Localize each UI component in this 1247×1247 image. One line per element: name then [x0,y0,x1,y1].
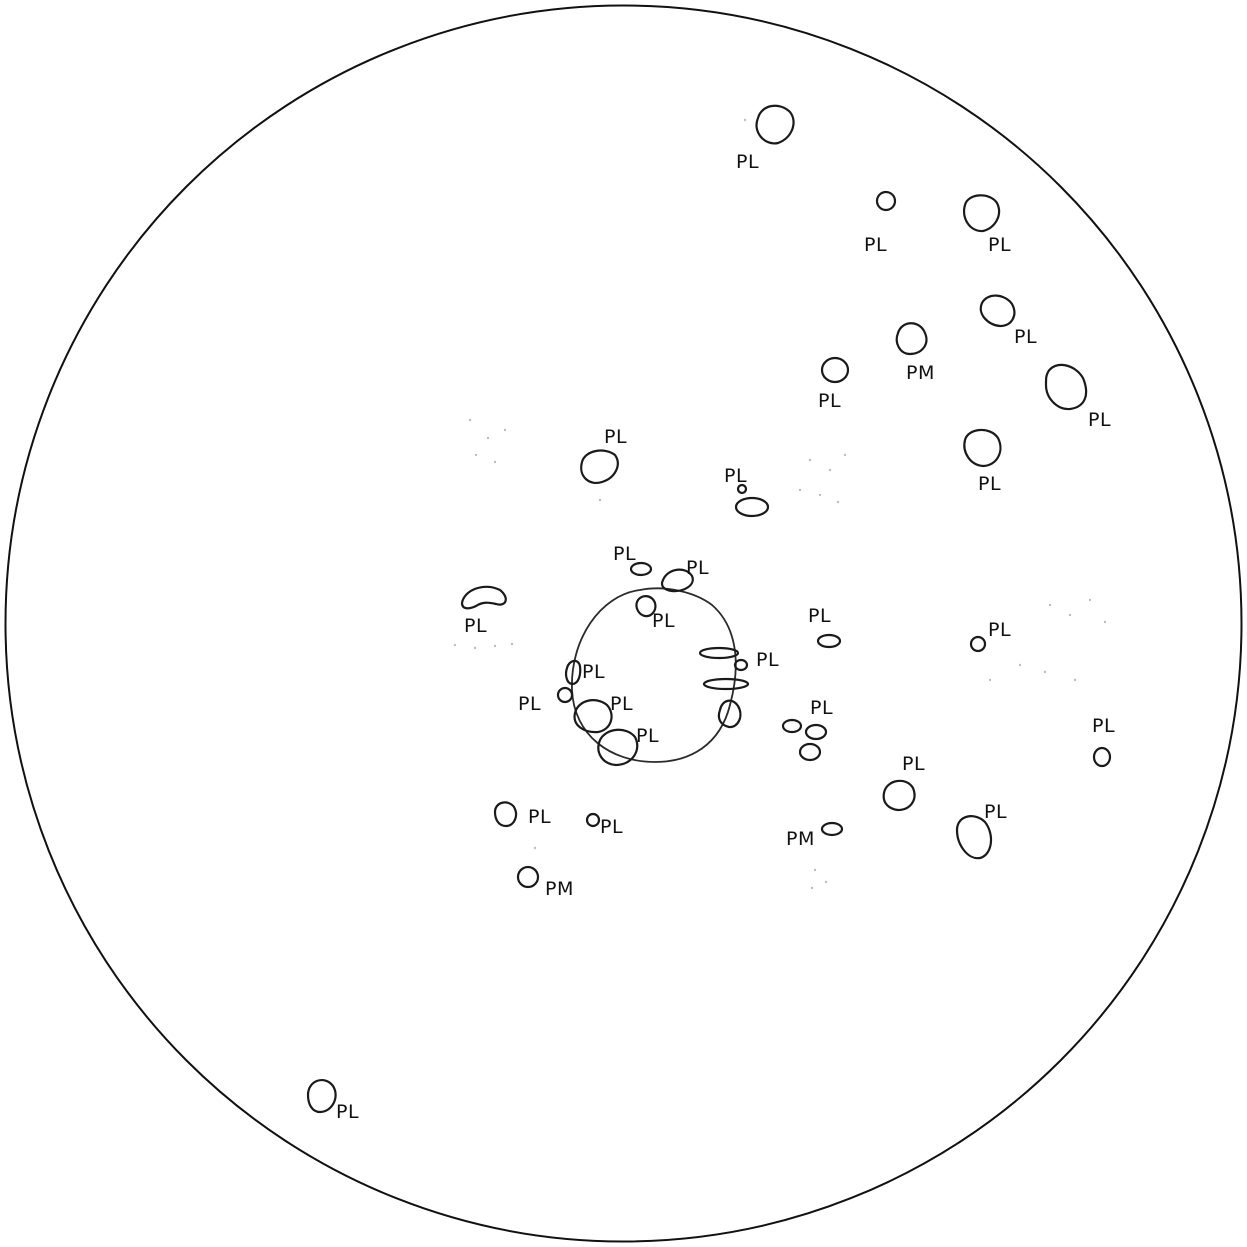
cell-label: PL [978,473,1001,495]
cell-label: PL [988,234,1011,256]
cell-label: PL [1092,715,1115,737]
cell-label: PL [600,816,623,838]
cell-label: PL [808,605,831,627]
cell-label: PL [902,753,925,775]
cell-label: PL [1088,409,1111,431]
cell-label: PL [810,697,833,719]
cell-label: PL [613,543,636,565]
field-of-view-circle [6,6,1242,1242]
cell-label: PL [864,234,887,256]
cell-label: PL [988,619,1011,641]
cell-label: PL [984,801,1007,823]
cell-label: PL [610,693,633,715]
cell-label: PL [582,661,605,683]
cell-label: PL [464,615,487,637]
cell-label: PM [906,362,935,384]
cell-label: PM [545,878,574,900]
cell-label: PL [736,151,759,173]
cell-label: PL [724,465,747,487]
cell-label: PL [528,806,551,828]
cell-label: PL [604,426,627,448]
cell-label: PM [786,828,815,850]
cell-label: PL [756,649,779,671]
cell-label: PL [1014,326,1037,348]
cell-label: PL [518,693,541,715]
cell-label: PL [652,610,675,632]
cell-label: PL [686,557,709,579]
cell-label: PL [636,725,659,747]
cell-label: PL [818,390,841,412]
cell-label: PL [336,1101,359,1123]
